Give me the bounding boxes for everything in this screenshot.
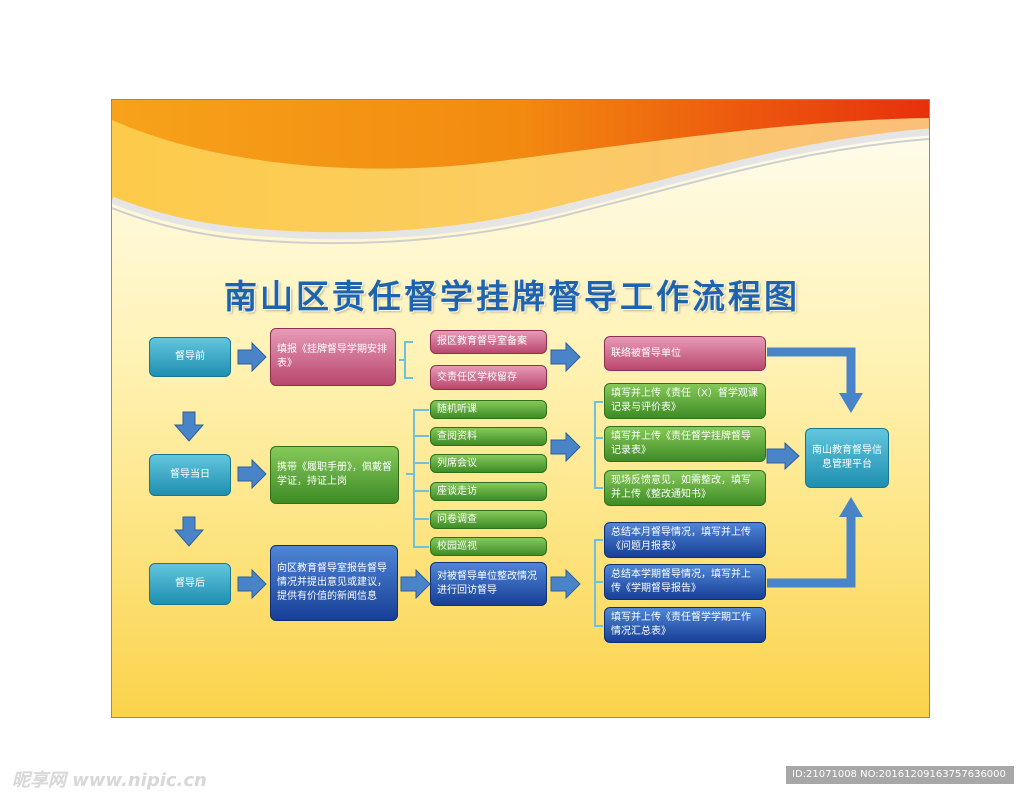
bracket-methods: [413, 409, 429, 548]
output-term-report: 总结本学期督导情况，填写并上传《学期督导报告》: [604, 564, 766, 600]
prep-handbook: 携带《履职手册》，佩戴督学证，持证上岗: [270, 446, 399, 504]
option-school-keep: 交责任区学校留存: [430, 365, 547, 390]
bracket-after-outputs: [594, 539, 603, 627]
platform-node: 南山教育督导信息管理平台: [805, 428, 889, 488]
option-report-office: 报区教育督导室备案: [430, 330, 547, 354]
arrow-down: [173, 411, 205, 547]
method-item: 座谈走访: [430, 482, 547, 501]
elbow-arrow-after: [767, 515, 856, 588]
stage-before: 督导前: [149, 337, 231, 377]
stage-during: 督导当日: [149, 454, 231, 496]
output-monthly-report: 总结本月督导情况，填写并上传《问题月报表》: [604, 522, 766, 558]
revisit-supervision: 对被督导单位整改情况进行回访督导: [430, 562, 547, 606]
method-item: 问卷调查: [430, 510, 547, 529]
poster-board: [111, 99, 930, 718]
method-item: 查阅资料: [430, 427, 547, 446]
watermark-logo: 昵享网 www.nipic.cn: [12, 770, 207, 791]
method-item: 列席会议: [430, 454, 547, 473]
header-wave-banner: [112, 100, 929, 245]
output-record-form: 填写并上传《责任督学挂牌督导记录表》: [604, 426, 766, 462]
output-rectify-notice: 现场反馈意见，如需整改，填写并上传《整改通知书》: [604, 470, 766, 506]
method-item: 随机听课: [430, 400, 547, 419]
bracket-during-outputs: [594, 401, 603, 489]
page-title: 南山区责任督学挂牌督导工作流程图: [224, 277, 800, 316]
bracket-before-options: [404, 341, 413, 379]
output-term-summary: 填写并上传《责任督学学期工作情况汇总表》: [604, 607, 766, 643]
fill-schedule-form: 填报《挂牌督导学期安排表》: [270, 328, 396, 386]
elbow-arrow-contact: [767, 347, 856, 395]
arrow-right: [237, 341, 800, 600]
output-observation-form: 填写并上传《责任（X）督学观课记录与评价表》: [604, 383, 766, 419]
watermark-id: ID:21071008 NO:20161209163757636000: [786, 766, 1014, 784]
method-item: 校园巡视: [430, 537, 547, 556]
report-to-office: 向区教育督导室报告督导情况并提出意见或建议，提供有价值的新闻信息: [270, 545, 398, 621]
stage-after: 督导后: [149, 563, 231, 605]
contact-unit: 联络被督导单位: [604, 336, 766, 371]
